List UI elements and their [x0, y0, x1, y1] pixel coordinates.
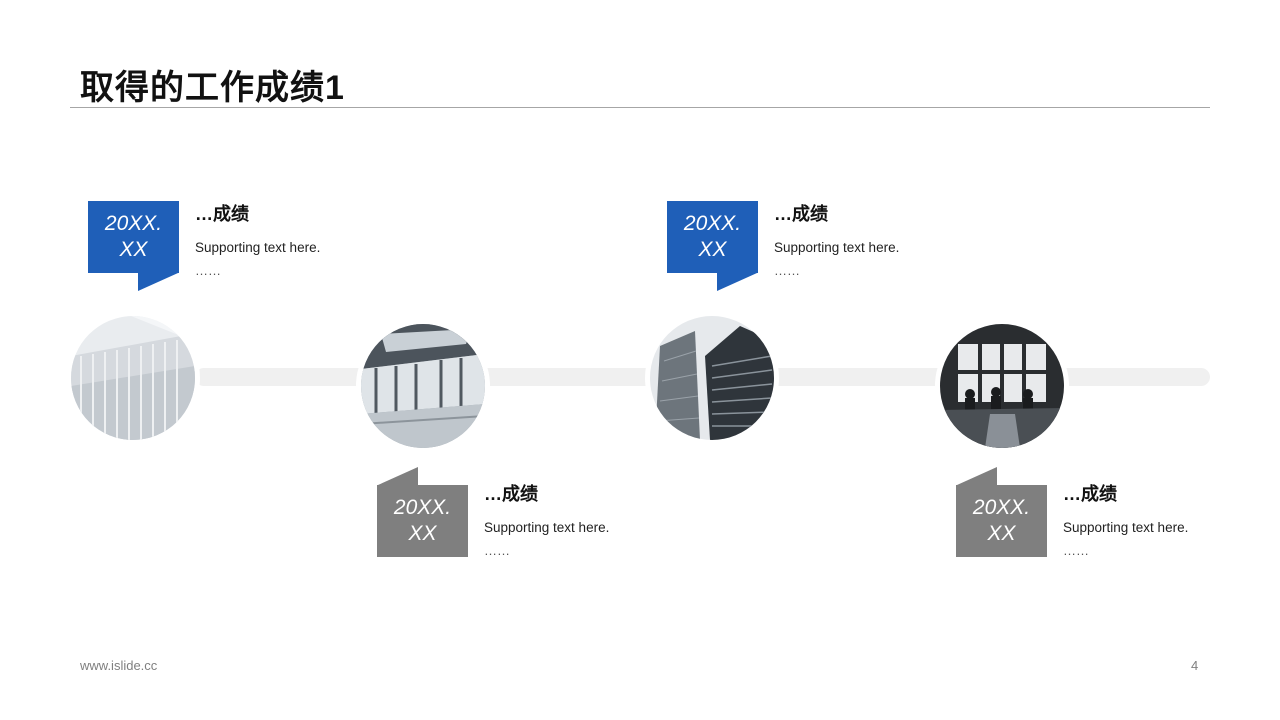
- bubble-tail: [138, 273, 178, 291]
- milestone-ellipsis: ……: [195, 263, 221, 278]
- title-divider: [70, 107, 1210, 108]
- date-bubble-4: 20XX. XX: [956, 467, 1047, 557]
- date-line1: 20XX.: [393, 496, 452, 519]
- bubble-tail: [378, 467, 418, 485]
- milestone-heading: …成绩: [774, 204, 828, 224]
- milestone-text: Supporting text here.: [774, 240, 900, 255]
- date-bubble-1: 20XX. XX: [88, 201, 179, 291]
- milestone-text: Supporting text here.: [484, 520, 610, 535]
- date-line1: 20XX.: [104, 212, 163, 235]
- cafe-window-silhouettes-photo: [940, 324, 1064, 448]
- date-line1: 20XX.: [972, 496, 1031, 519]
- glass-atrium-interior-photo: [361, 324, 485, 448]
- milestone-caption-1: …成绩 Supporting text here. ……: [195, 200, 395, 278]
- date-line2: XX: [408, 522, 437, 545]
- date-line1: 20XX.: [683, 212, 742, 235]
- milestone-caption-4: …成绩 Supporting text here. ……: [1063, 480, 1263, 558]
- milestone-text: Supporting text here.: [1063, 520, 1189, 535]
- date-bubble-2: 20XX. XX: [377, 467, 468, 557]
- date-line2: XX: [698, 238, 727, 261]
- milestone-caption-2: …成绩 Supporting text here. ……: [484, 480, 684, 558]
- milestone-ellipsis: ……: [1063, 543, 1089, 558]
- date-line2: XX: [987, 522, 1016, 545]
- footer-url[interactable]: www.islide.cc: [80, 658, 158, 673]
- skyscrapers-photo: [650, 316, 774, 440]
- bubble-tail: [957, 467, 997, 485]
- milestone-heading: …成绩: [195, 204, 249, 224]
- milestone-heading: …成绩: [1063, 484, 1117, 504]
- milestone-caption-3: …成绩 Supporting text here. ……: [774, 200, 974, 278]
- page-title: 取得的工作成绩1: [80, 69, 345, 107]
- page-number: 4: [1191, 658, 1199, 673]
- milestone-heading: …成绩: [484, 484, 538, 504]
- milestone-text: Supporting text here.: [195, 240, 321, 255]
- white-building-facade-photo: [71, 316, 195, 440]
- milestone-ellipsis: ……: [774, 263, 800, 278]
- bubble-tail: [717, 273, 757, 291]
- milestone-ellipsis: ……: [484, 543, 510, 558]
- date-line2: XX: [119, 238, 148, 261]
- date-bubble-3: 20XX. XX: [667, 201, 758, 291]
